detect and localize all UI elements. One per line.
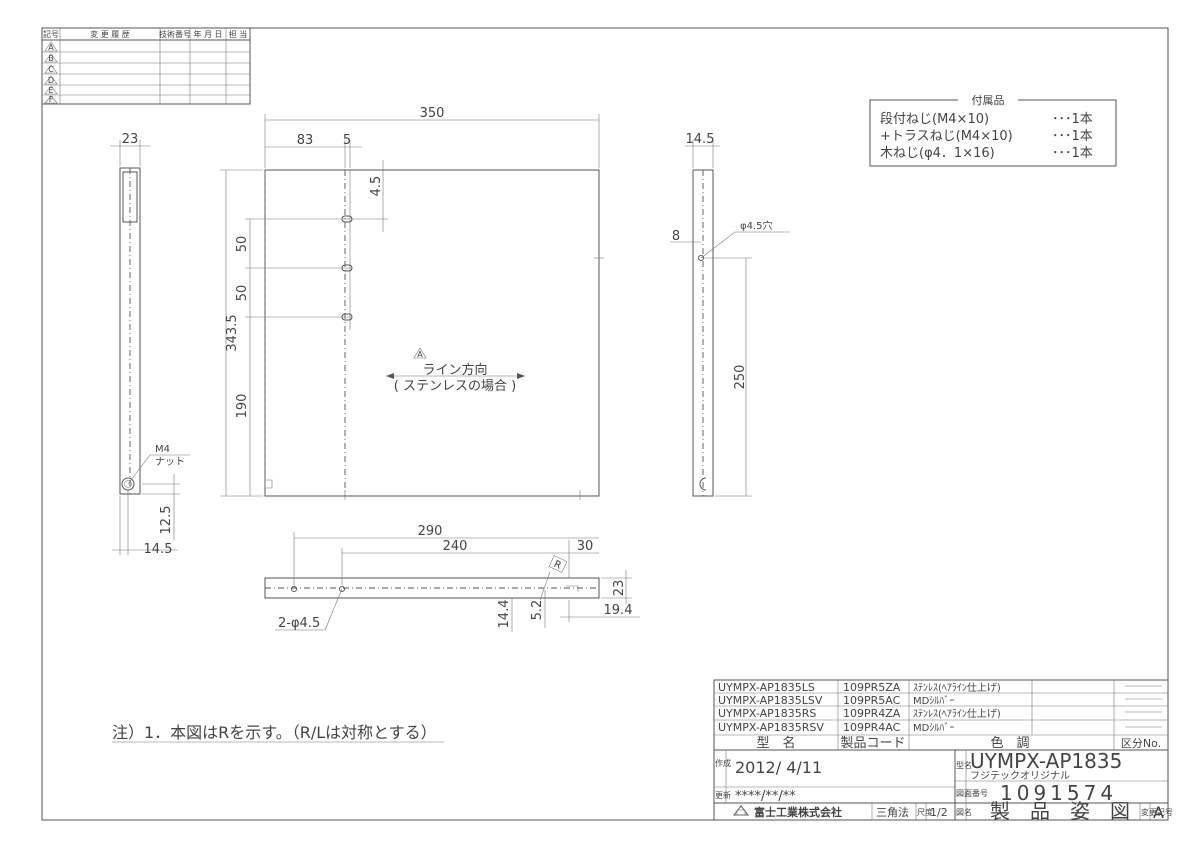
dim-front-50a: 50	[235, 236, 250, 253]
dim-left-width: 23	[122, 132, 139, 147]
dim-front-83: 83	[297, 133, 314, 148]
accessory-qty-1: ･･･1本	[1052, 112, 1093, 127]
dim-bottom-290: 290	[418, 524, 443, 539]
label-rev: 変更記号	[1141, 807, 1173, 817]
header-color: 色 調	[990, 735, 1029, 751]
accessory-qty-3: ･･･1本	[1052, 146, 1093, 161]
label-model: 型名	[956, 760, 972, 770]
header-model: 型 名	[756, 735, 795, 751]
row4-model: UYMPX-AP1835RSV	[718, 721, 824, 734]
accessory-item-3: 木ねじ(φ4．1×16)	[880, 146, 995, 161]
projection: 三角法	[876, 805, 909, 819]
rev-header-tech-no: 技術番号	[159, 29, 191, 39]
rev-header-date: 年 月 日	[193, 29, 222, 39]
drawing-frame	[41, 27, 1169, 821]
accessory-item-1: 段付ねじ(M4×10)	[880, 112, 989, 127]
rev-header-person: 担 当	[229, 29, 248, 39]
row3-color: ｽﾃﾝﾚｽ(ﾍｱﾗｲﾝ仕上げ)	[913, 707, 1001, 720]
dim-front-height: 343.5	[225, 314, 240, 351]
annotation-line-direction: ライン方向	[422, 362, 487, 378]
rev-marks: A B C D E F	[44, 41, 58, 104]
dim-left-12-5: 12.5	[159, 506, 174, 535]
row2-model: UYMPX-AP1835LSV	[718, 694, 823, 707]
row4-color: MDｼﾙﾊﾞｰ	[913, 722, 954, 734]
row1-model: UYMPX-AP1835LS	[718, 681, 815, 694]
label-bottom-holes: 2-φ4.5	[278, 616, 320, 631]
dim-front-5: 5	[343, 133, 351, 148]
row1-color: ｽﾃﾝﾚｽ(ﾍｱﾗｲﾝ仕上げ)	[913, 681, 1001, 694]
front-view: 350 83 5 4.5 343.5 50 50 190 A ライン方向 ( ス…	[220, 106, 604, 500]
revision-mark: A	[1153, 803, 1164, 822]
label-updated: 更新	[715, 790, 731, 800]
row1-code: 109PR5ZA	[843, 681, 901, 694]
dim-bottom-23: 23	[612, 580, 627, 597]
annotation-mark: A	[417, 350, 423, 359]
row3-model: UYMPX-AP1835RS	[718, 707, 816, 720]
dim-side-width: 14.5	[686, 132, 715, 147]
row4-code: 109PR4AC	[843, 721, 901, 734]
row3-code: 109PR4ZA	[843, 707, 901, 720]
header-class: 区分No.	[1121, 737, 1161, 750]
accessories-box: 付属品 段付ねじ(M4×10) ･･･1本 +トラスねじ(M4×10) ･･･1…	[869, 93, 1117, 167]
dim-bottom-30: 30	[577, 539, 594, 554]
label-scale: 尺度	[917, 807, 933, 817]
accessories-title: 付属品	[972, 94, 1005, 107]
dim-front-width: 350	[420, 106, 445, 121]
dim-front-50b: 50	[235, 285, 250, 302]
row2-color: MDｼﾙﾊﾞｰ	[913, 695, 954, 707]
product-table: UYMPX-AP1835LS 109PR5ZA ｽﾃﾝﾚｽ(ﾍｱﾗｲﾝ仕上げ) …	[713, 679, 1173, 823]
label-side-hole: φ4.5穴	[740, 219, 773, 232]
drawing-note: 注）1．本図はRを示す。（R/Lは対称とする）	[112, 723, 437, 742]
svg-text:F: F	[49, 95, 54, 104]
model-name: UYMPX-AP1835	[970, 749, 1122, 773]
revision-table: 記号 変 更 履 歴 技術番号 年 月 日 担 当 A B C D E F	[41, 27, 251, 105]
company-logo	[732, 805, 750, 816]
header-code: 製品コード	[840, 736, 905, 751]
svg-text:B: B	[48, 54, 54, 63]
svg-text:D: D	[48, 76, 54, 85]
dim-left-14-5: 14.5	[144, 542, 173, 557]
updated-date: ****/**/**	[735, 789, 796, 804]
bottom-view: 290 240 30 R 23 14.4 5.2 19.4 2-φ4.5	[264, 524, 640, 632]
left-side-view: 23 M4 ナット 12.5 14.5	[110, 132, 190, 557]
accessory-item-2: +トラスねじ(M4×10)	[880, 129, 1013, 144]
drawing-name: 製 品 姿 図	[990, 799, 1130, 823]
rev-header-history: 変 更 履 歴	[90, 29, 130, 39]
right-side-view: 14.5 8 φ4.5穴 250	[670, 132, 790, 497]
label-drawing-name: 図名	[956, 807, 972, 817]
model-sub: フジテックオリジナル	[970, 770, 1070, 782]
accessory-qty-2: ･･･1本	[1052, 129, 1093, 144]
label-nut: ナット	[155, 456, 185, 468]
label-drawing-no: 図面番号	[956, 788, 988, 798]
created-date: 2012/ 4/11	[735, 758, 822, 777]
svg-text:E: E	[48, 86, 53, 95]
label-m4: M4	[155, 444, 170, 455]
label-bottom-r: R	[552, 559, 563, 572]
annotation-stainless: ( ステンレスの場合 )	[394, 379, 516, 394]
scale: 1/2	[930, 806, 948, 819]
drawing-number: 1091574	[1000, 781, 1117, 805]
dim-side-8: 8	[672, 229, 680, 244]
dim-side-250: 250	[733, 365, 748, 390]
dim-front-190: 190	[235, 394, 250, 419]
dim-bottom-5-2: 5.2	[530, 600, 545, 621]
row2-code: 109PR5AC	[843, 694, 901, 707]
dim-bottom-14-4: 14.4	[497, 600, 512, 629]
label-created: 作成	[715, 758, 731, 768]
svg-text:A: A	[48, 43, 54, 52]
dim-front-4-5: 4.5	[369, 176, 384, 197]
dim-bottom-19-4: 19.4	[604, 603, 633, 618]
rev-header-mark: 記号	[43, 29, 59, 39]
company-name: 富士工業株式会社	[754, 805, 842, 819]
svg-text:C: C	[48, 65, 54, 74]
dim-bottom-240: 240	[443, 539, 468, 554]
